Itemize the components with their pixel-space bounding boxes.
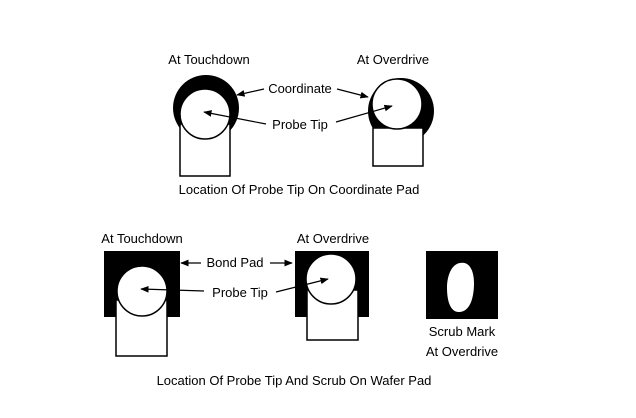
probe-shank-overdrive xyxy=(372,127,424,167)
scrub-mark-label-line2: At Overdrive xyxy=(426,344,498,359)
arrow-coordinate-left xyxy=(236,88,265,97)
bottom-label-at-overdrive: At Overdrive xyxy=(297,231,369,246)
top-label-at-overdrive: At Overdrive xyxy=(357,52,429,67)
callout-bond-pad: Bond Pad xyxy=(206,255,263,270)
top-caption: Location Of Probe Tip On Coordinate Pad xyxy=(179,182,420,197)
arrow-probe-tip-top-right xyxy=(335,104,393,123)
scrub-mark-label-line1: Scrub Mark xyxy=(429,324,496,339)
arrow-probe-tip-top-left xyxy=(203,110,267,125)
probe-tip-overdrive xyxy=(371,78,423,130)
top-label-at-touchdown: At Touchdown xyxy=(168,52,249,67)
probe-tip-bond-touchdown xyxy=(116,265,168,317)
probe-tip-touchdown xyxy=(179,88,231,140)
bottom-caption: Location Of Probe Tip And Scrub On Wafer… xyxy=(157,373,432,388)
arrow-probe-tip-bottom-right xyxy=(275,277,329,293)
probe-tip-bond-overdrive xyxy=(305,253,357,305)
callout-probe-tip-top: Probe Tip xyxy=(272,117,328,132)
bottom-label-at-touchdown: At Touchdown xyxy=(101,231,182,246)
arrow-coordinate-right xyxy=(336,88,369,99)
scrub-mark xyxy=(447,262,474,313)
callout-probe-tip-bottom: Probe Tip xyxy=(212,285,268,300)
callout-coordinate: Coordinate xyxy=(268,81,332,96)
arrow-probe-tip-bottom-left xyxy=(140,285,205,293)
